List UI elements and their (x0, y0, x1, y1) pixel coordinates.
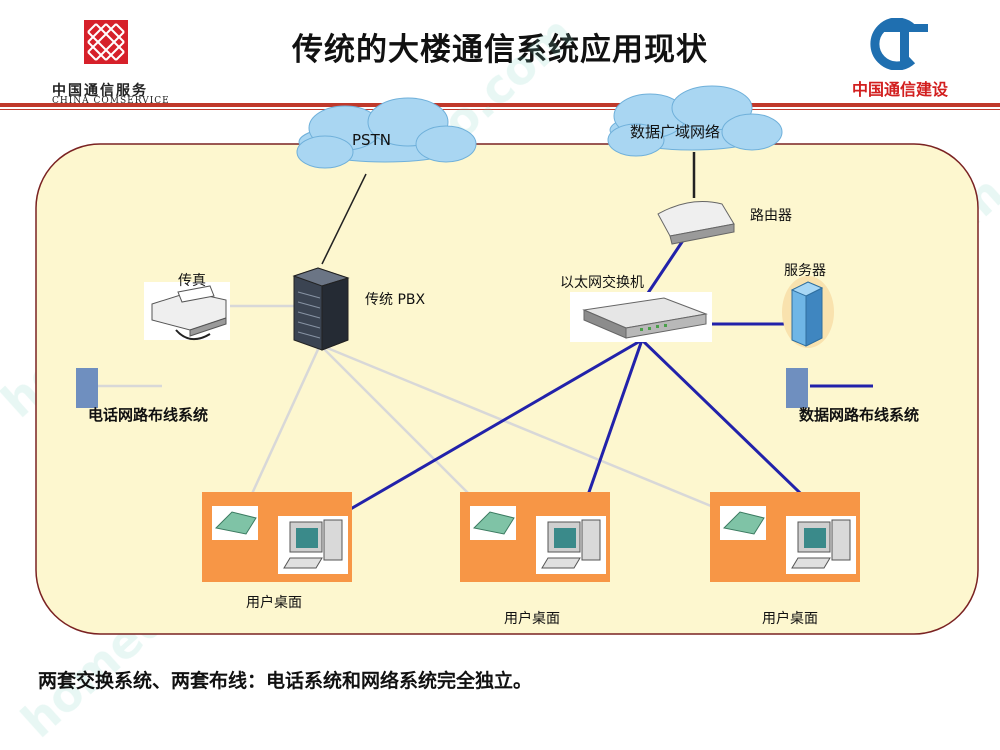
summary-text: 两套交换系统、两套布线：电话系统和网络系统完全独立。 (38, 670, 533, 692)
switch-label: 以太网交换机 (560, 275, 644, 291)
server-icon (782, 276, 834, 348)
phone-cabling-block (76, 368, 98, 408)
data-cabling-label: 数据网路布线系统 (799, 406, 920, 424)
page-title: 传统的大楼通信系统应用现状 (292, 32, 708, 68)
data-cabling-block (786, 368, 808, 408)
right-logo (862, 17, 930, 71)
user-desk-1 (202, 492, 352, 582)
pstn-label: PSTN (352, 131, 391, 149)
header-rule (0, 103, 1000, 107)
right-brand-name: 中国通信建设 (852, 80, 949, 99)
phone-cabling-label: 电话网路布线系统 (88, 406, 209, 424)
phone-links (98, 304, 746, 522)
ethernet-switch-icon (570, 292, 712, 342)
router-icon (657, 201, 735, 245)
desk-3-label: 用户桌面 (762, 611, 818, 627)
left-logo (82, 18, 130, 66)
wan-cloud (607, 85, 783, 157)
user-desk-3 (710, 492, 860, 582)
pstn-link (321, 173, 367, 265)
server-label: 服务器 (784, 263, 826, 279)
router-label: 路由器 (750, 208, 792, 224)
desk-2-label: 用户桌面 (504, 611, 560, 627)
header-rule-thin (0, 109, 1000, 110)
fax-label: 传真 (178, 273, 206, 289)
fax-icon (144, 282, 230, 341)
desk-1-label: 用户桌面 (246, 595, 302, 611)
pstn-cloud (296, 97, 477, 169)
user-desk-2 (460, 492, 610, 582)
left-brand-english: CHINA COMSERVICE (52, 96, 170, 106)
network-links (334, 235, 873, 520)
pbx-label: 传统 PBX (365, 292, 426, 308)
pbx-icon (292, 267, 350, 351)
left-brand-name: 中国通信服务 (52, 83, 148, 99)
wan-label: 数据广域网络 (630, 123, 721, 141)
